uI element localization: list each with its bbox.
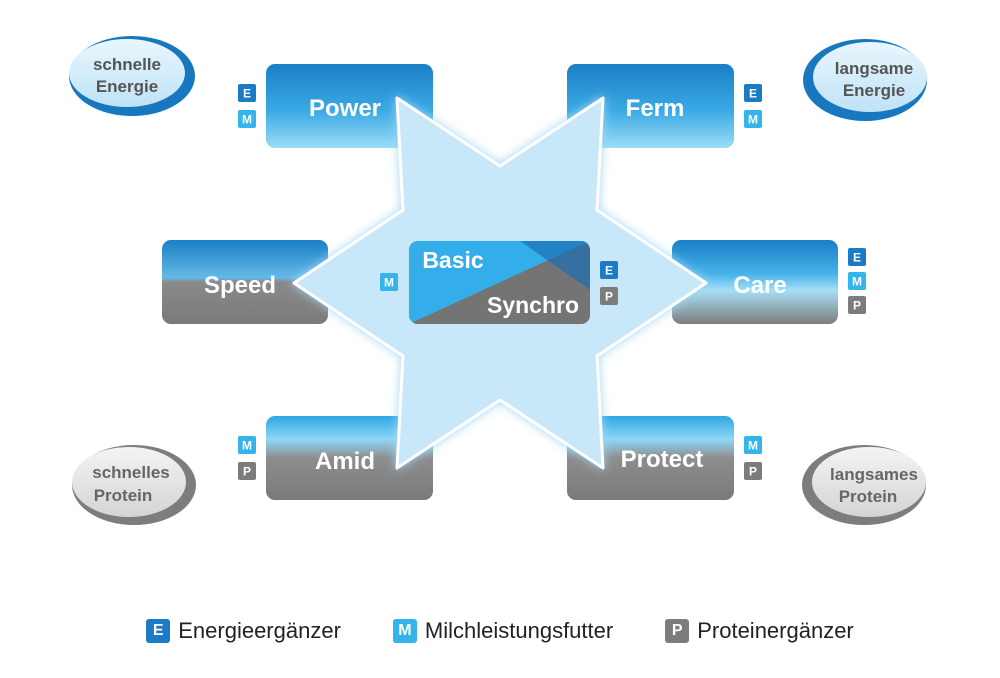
node-label: Amid: [315, 448, 375, 475]
badge-letter: P: [243, 465, 251, 479]
legend-badge: P: [665, 619, 690, 643]
badge-letter: E: [243, 87, 251, 101]
node-label: Power: [309, 95, 381, 122]
legend-label: Proteinergänzer: [697, 618, 854, 643]
legend-label: Milchleistungsfutter: [424, 618, 614, 643]
amid-badge-m: M: [238, 436, 256, 454]
badge-square: [744, 110, 762, 128]
legend-item-milk: M Milchleistungsfutter: [392, 618, 614, 644]
badge-square: [380, 273, 398, 291]
badge-square: [744, 84, 762, 102]
amid-badge-p: P: [238, 462, 256, 480]
ellipse-label: langsames: [830, 465, 918, 484]
badge-square: [600, 261, 618, 279]
protect-badge-p: P: [744, 462, 762, 480]
node-label-bottom: Synchro: [487, 292, 579, 318]
badge-square: [848, 296, 866, 314]
node-protect: Protect: [567, 416, 734, 500]
badge-square: [600, 287, 618, 305]
ferm-badge-e: E: [744, 84, 762, 102]
badge-letter: M: [242, 113, 252, 127]
node-speed: Speed: [162, 240, 328, 324]
care-badge-m: M: [848, 272, 866, 290]
badge-square: [744, 462, 762, 480]
badge-square: [848, 272, 866, 290]
badge-square: [238, 436, 256, 454]
ellipse-label: Protein: [94, 486, 153, 505]
power-badge-m: M: [238, 110, 256, 128]
badge-letter: M: [384, 276, 394, 290]
node-label: Care: [733, 272, 786, 299]
center-badge-e: E: [600, 261, 618, 279]
legend-item-energy: E Energieergänzer: [146, 618, 341, 644]
badge-letter: M: [748, 113, 758, 127]
legend-badge: E: [146, 619, 171, 643]
node-label: Speed: [204, 272, 276, 299]
node-label: Ferm: [626, 95, 685, 122]
ferm-badge-m: M: [744, 110, 762, 128]
badge-square: [238, 84, 256, 102]
node-ferm: Ferm: [567, 64, 734, 148]
node-label-top: Basic: [422, 247, 484, 273]
ellipse-langsames-protein: langsames Protein: [802, 445, 926, 525]
ellipse-schnelles-protein: schnelles Protein: [72, 445, 196, 525]
badge-letter: M: [748, 439, 758, 453]
badge-letter: P: [605, 290, 613, 304]
protect-badge-m: M: [744, 436, 762, 454]
node-label: Protect: [621, 446, 704, 473]
legend: E Energieergänzer M Milchleistungsfutter…: [0, 614, 1000, 648]
ellipse-label: Energie: [96, 77, 158, 96]
node-basic-synchro: Basic Synchro: [409, 241, 590, 324]
badge-square: [238, 462, 256, 480]
badge-letter: M: [852, 275, 862, 289]
power-badge-e: E: [238, 84, 256, 102]
badge-letter: E: [605, 264, 613, 278]
ellipse-schnelle-energie: schnelle Energie: [69, 36, 195, 116]
care-badge-e: E: [848, 248, 866, 266]
badge-letter: P: [749, 465, 757, 479]
ellipse-label: schnelle: [93, 55, 161, 74]
ellipse-langsame-energie: langsame Energie: [803, 39, 927, 121]
center-badge-p: P: [600, 287, 618, 305]
node-power: Power: [266, 64, 433, 148]
badge-square: [744, 436, 762, 454]
ellipse-label: langsame: [835, 59, 913, 78]
node-amid: Amid: [266, 416, 433, 500]
speed-badge-m: M: [380, 273, 398, 291]
ellipse-label: Energie: [843, 81, 905, 100]
legend-badge: M: [392, 619, 417, 643]
care-badge-p: P: [848, 296, 866, 314]
legend-item-protein: P Proteinergänzer: [665, 618, 854, 644]
badge-letter: E: [749, 87, 757, 101]
badge-square: [848, 248, 866, 266]
node-care: Care: [672, 240, 838, 324]
badge-letter: E: [853, 251, 861, 265]
legend-label: Energieergänzer: [178, 618, 341, 643]
badge-letter: M: [242, 439, 252, 453]
ellipse-label: schnelles: [92, 463, 170, 482]
badge-square: [238, 110, 256, 128]
badge-letter: P: [853, 299, 861, 313]
ellipse-label: Protein: [839, 487, 898, 506]
